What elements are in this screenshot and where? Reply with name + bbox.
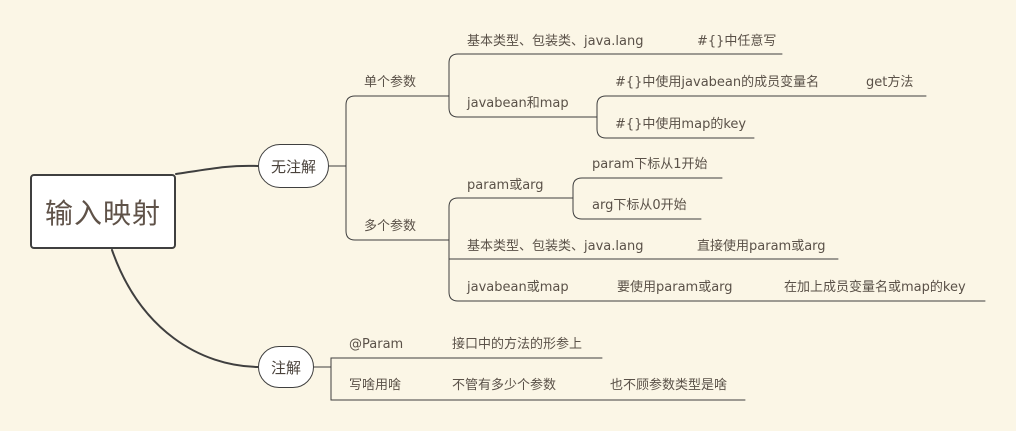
node-annotation[interactable]: 注解 [258,346,314,388]
connector-no-annotation-multi [345,165,450,241]
connector-single-basic [448,53,685,97]
node-multi-javabean-note1[interactable]: 要使用param或arg [617,280,733,295]
connector-single-javabean [448,95,598,118]
connector-multi-param-arg [448,197,574,241]
root-node[interactable]: 输入映射 [30,174,176,249]
node-javabean-member-name[interactable]: #{}中使用javabean的成员变量名 [615,75,820,90]
node-param-index[interactable]: param下标从1开始 [592,157,708,172]
node-multi-param[interactable]: 多个参数 [364,219,417,234]
connector-root-annotation [111,249,259,368]
connector-root-no-annotation [175,164,259,175]
connector-javabean-member [596,95,847,118]
node-param-or-arg[interactable]: param或arg [467,178,544,193]
node-arg-index[interactable]: arg下标从0开始 [592,198,687,213]
connector-javabean-key [596,116,755,139]
node-no-annotation[interactable]: 无注解 [258,144,329,188]
connector-annotation-write [330,366,439,401]
connector-param-index [572,177,723,199]
node-multi-javabean-note2[interactable]: 在加上成员变量名或map的key [784,280,966,295]
connector-annotation-param [313,357,439,368]
node-javabean-get-method[interactable]: get方法 [866,75,914,90]
node-javabean-map-key[interactable]: #{}中使用map的key [615,117,747,132]
node-multi-basic-note[interactable]: 直接使用param或arg [697,239,826,254]
node-multi-basic-types[interactable]: 基本类型、包装类、java.lang [467,239,644,254]
node-single-basic-types[interactable]: 基本类型、包装类、java.lang [467,34,644,49]
node-at-param-note[interactable]: 接口中的方法的形参上 [452,337,583,352]
node-single-param[interactable]: 单个参数 [364,75,417,90]
node-multi-javabean-map[interactable]: javabean或map [467,280,569,295]
node-write-any[interactable]: 写啥用啥 [349,378,402,393]
connector-arg-index [572,197,702,220]
node-write-any-note2[interactable]: 也不顾参数类型是啥 [610,378,728,393]
connector-no-annotation-single [328,95,450,167]
node-single-javabean-map[interactable]: javabean和map [467,96,569,111]
node-at-param[interactable]: @Param [349,337,404,352]
node-single-basic-note[interactable]: #{}中任意写 [697,34,777,49]
node-write-any-note1[interactable]: 不管有多少个参数 [452,378,557,393]
connector-multi-javabean [448,239,605,302]
